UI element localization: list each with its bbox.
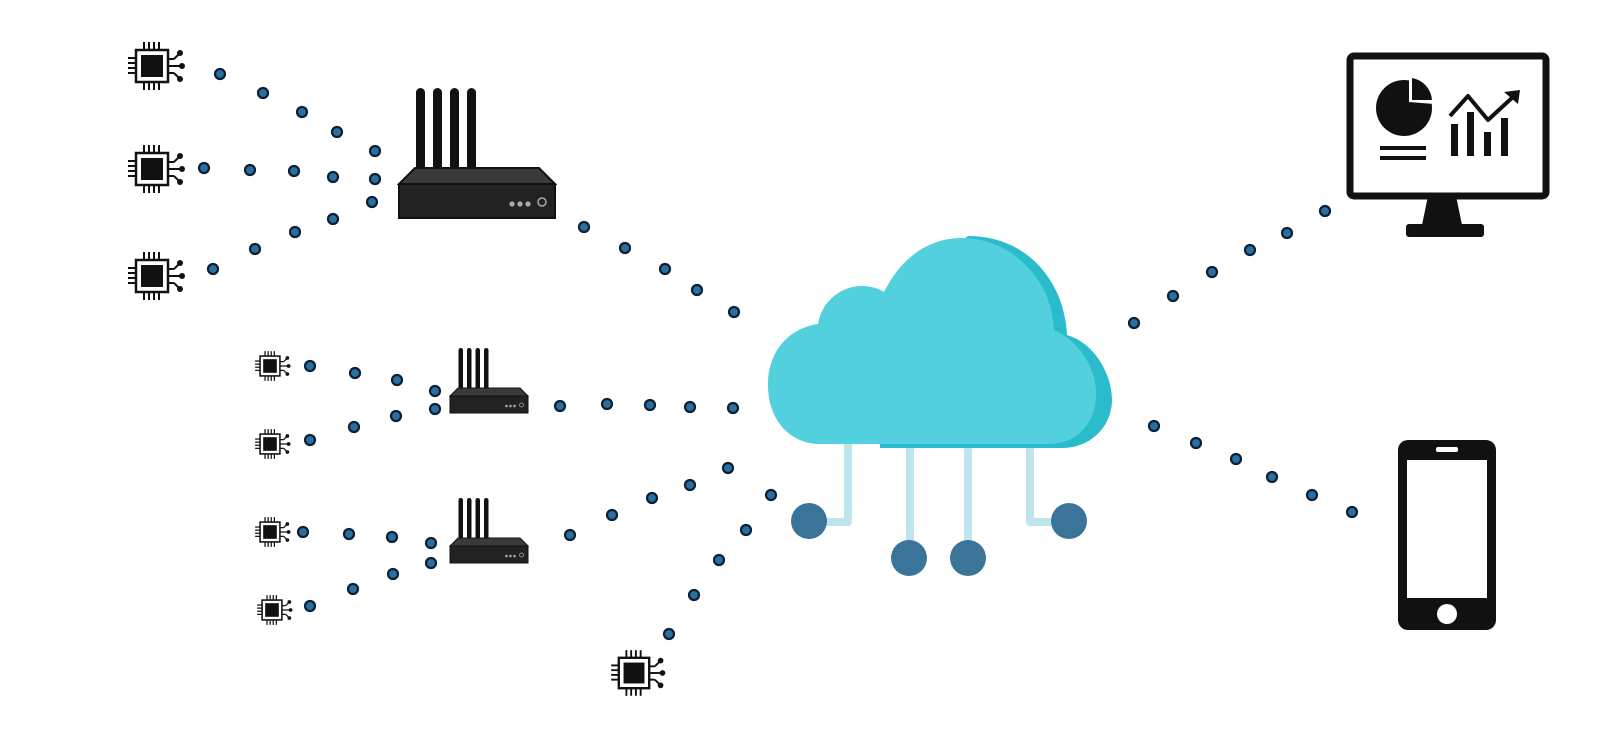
link-dot: [727, 305, 741, 319]
link-dot: [243, 163, 257, 177]
chip-icon: [254, 516, 292, 548]
link-sensor-5-to-gateway-2: [303, 402, 442, 447]
chip-icon: [126, 143, 187, 195]
link-dot: [368, 144, 382, 158]
link-dot: [386, 567, 400, 581]
link-gateway-3-to-cloud: [563, 461, 735, 542]
link-dot: [368, 172, 382, 186]
link-dot: [683, 400, 697, 414]
chip-icon: [256, 594, 294, 626]
link-dot: [330, 125, 344, 139]
link-cloud-to-dashboard: [1127, 204, 1332, 330]
link-dot: [287, 164, 301, 178]
link-dot: [1318, 204, 1332, 218]
link-dot: [643, 398, 657, 412]
link-dot: [288, 225, 302, 239]
link-sensor-6-to-gateway-3: [296, 525, 438, 550]
link-dot: [390, 373, 404, 387]
link-cloud-to-phone: [1147, 419, 1359, 519]
link-dot: [428, 402, 442, 416]
link-dot: [303, 359, 317, 373]
link-dot: [605, 508, 619, 522]
link-sensor-7-to-gateway-3: [303, 556, 438, 613]
link-dot: [1205, 265, 1219, 279]
link-sensor-8-to-cloud: [662, 488, 778, 641]
cloud-connector-nodes: [791, 503, 1087, 576]
router-icon: [449, 347, 529, 414]
link-dot: [1345, 505, 1359, 519]
link-dot: [326, 170, 340, 184]
monitor-dashboard-icon: [1346, 52, 1550, 237]
chip-icon: [254, 350, 292, 382]
link-dot: [326, 212, 340, 226]
link-dot: [424, 536, 438, 550]
chip-icon: [126, 250, 187, 302]
smartphone-icon: [1398, 440, 1496, 630]
link-dot: [577, 220, 591, 234]
link-dot: [553, 399, 567, 413]
bar-trend-chart-icon: [1448, 90, 1520, 156]
link-dot: [389, 409, 403, 423]
link-dot: [206, 262, 220, 276]
gateways: [398, 87, 556, 564]
link-dot: [662, 627, 676, 641]
link-dot: [342, 527, 356, 541]
link-dot: [690, 283, 704, 297]
cloud-connectors: [810, 440, 1066, 556]
link-dot: [739, 523, 753, 537]
link-dot: [687, 588, 701, 602]
link-dot: [303, 599, 317, 613]
link-dot: [424, 556, 438, 570]
link-dot: [563, 528, 577, 542]
link-dot: [618, 241, 632, 255]
link-dot: [683, 478, 697, 492]
link-dot: [365, 195, 379, 209]
link-dot: [295, 105, 309, 119]
pie-chart-icon: [1376, 76, 1435, 160]
link-dot: [726, 401, 740, 415]
link-dot: [1280, 226, 1294, 240]
link-dot: [658, 262, 672, 276]
link-dot: [213, 67, 227, 81]
link-dot: [1265, 470, 1279, 484]
link-dot: [385, 530, 399, 544]
link-sensor-4-to-gateway-2: [303, 359, 442, 398]
chip-icon: [254, 428, 292, 460]
link-dot: [248, 242, 262, 256]
link-sensor-1-to-gateway-1: [213, 67, 382, 158]
router-icon: [449, 497, 529, 564]
link-dot: [721, 461, 735, 475]
link-sensor-2-to-gateway-1: [197, 161, 382, 186]
link-dot: [1305, 488, 1319, 502]
link-dot: [346, 582, 360, 596]
link-dot: [296, 525, 310, 539]
link-dot: [1189, 436, 1203, 450]
link-sensor-3-to-gateway-1: [206, 195, 379, 276]
link-dot: [347, 420, 361, 434]
router-icon: [398, 87, 556, 219]
link-dot: [303, 433, 317, 447]
link-dot: [348, 366, 362, 380]
link-dot: [428, 384, 442, 398]
link-dot: [764, 488, 778, 502]
sensors: [126, 40, 667, 697]
link-dot: [1166, 289, 1180, 303]
chip-icon: [126, 40, 187, 92]
link-gateway-2-to-cloud: [553, 397, 740, 415]
link-dot: [256, 86, 270, 100]
link-dot: [197, 161, 211, 175]
chip-icon: [610, 649, 667, 697]
link-dot: [1127, 316, 1141, 330]
link-dot: [1147, 419, 1161, 433]
link-gateway-1-to-cloud: [577, 220, 741, 319]
link-dot: [645, 491, 659, 505]
cloud-icon: [768, 236, 1112, 576]
link-dots: [197, 67, 1359, 641]
link-dot: [1243, 243, 1257, 257]
link-dot: [600, 397, 614, 411]
link-dot: [712, 553, 726, 567]
cloud-body: [768, 238, 1096, 444]
link-dot: [1229, 452, 1243, 466]
